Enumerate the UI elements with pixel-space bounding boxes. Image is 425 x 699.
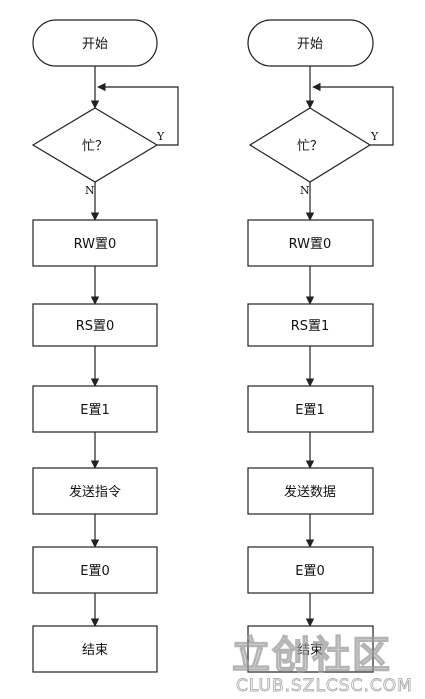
right-loop-arrow: [312, 82, 394, 146]
left-loop-arrow: [97, 82, 179, 146]
right-step-3-label: E置1: [295, 403, 325, 418]
left-decision-label: 忙？: [82, 139, 108, 154]
right-step-4-label: 发送数据: [284, 484, 336, 500]
right-flowchart: 开始 忙？ Y N RW置0 RS置1 E置1 发送数据 E置0 结束: [247, 19, 394, 673]
left-yes-label: Y: [156, 130, 165, 143]
watermark: 立创社区 CLUB.SZLCSC.COM: [231, 632, 413, 696]
right-no-label: N: [300, 184, 310, 197]
left-step-2-label: RS置0: [76, 319, 115, 334]
right-step-2-box: [247, 303, 374, 347]
right-step-1-box: [247, 219, 374, 267]
right-end-box: [247, 625, 374, 673]
left-end-box: [32, 625, 158, 673]
watermark-url: CLUB.SZLCSC.COM: [236, 676, 413, 696]
left-step-3-label: E置1: [80, 403, 110, 418]
left-step-5-label: E置0: [80, 564, 110, 579]
left-start-label: 开始: [82, 37, 108, 52]
left-step-4-label: 发送指令: [69, 484, 121, 500]
right-decision-label: 忙？: [297, 139, 323, 154]
right-start-label: 开始: [297, 37, 323, 52]
left-no-label: N: [85, 184, 95, 197]
right-step-5-label: E置0: [295, 564, 325, 579]
right-yes-label: Y: [370, 130, 379, 143]
right-step-4-box: [247, 467, 374, 515]
left-step-1-box: [32, 219, 158, 267]
left-step-5-box: [32, 546, 158, 594]
left-flowchart: 开始 忙？ Y N RW置0 RS置0 E置1 发送指令 E置0 结束: [31, 19, 179, 673]
right-step-3-box: [247, 385, 374, 433]
right-end-label: 结束: [297, 643, 323, 658]
left-step-2-box: [32, 303, 158, 347]
left-step-3-box: [32, 385, 158, 433]
right-step-5-box: [247, 546, 374, 594]
left-step-1-label: RW置0: [74, 237, 117, 252]
left-end-label: 结束: [82, 643, 108, 658]
right-step-1-label: RW置0: [289, 237, 332, 252]
watermark-title: 立创社区: [232, 633, 392, 677]
right-step-2-label: RS置1: [291, 319, 330, 334]
